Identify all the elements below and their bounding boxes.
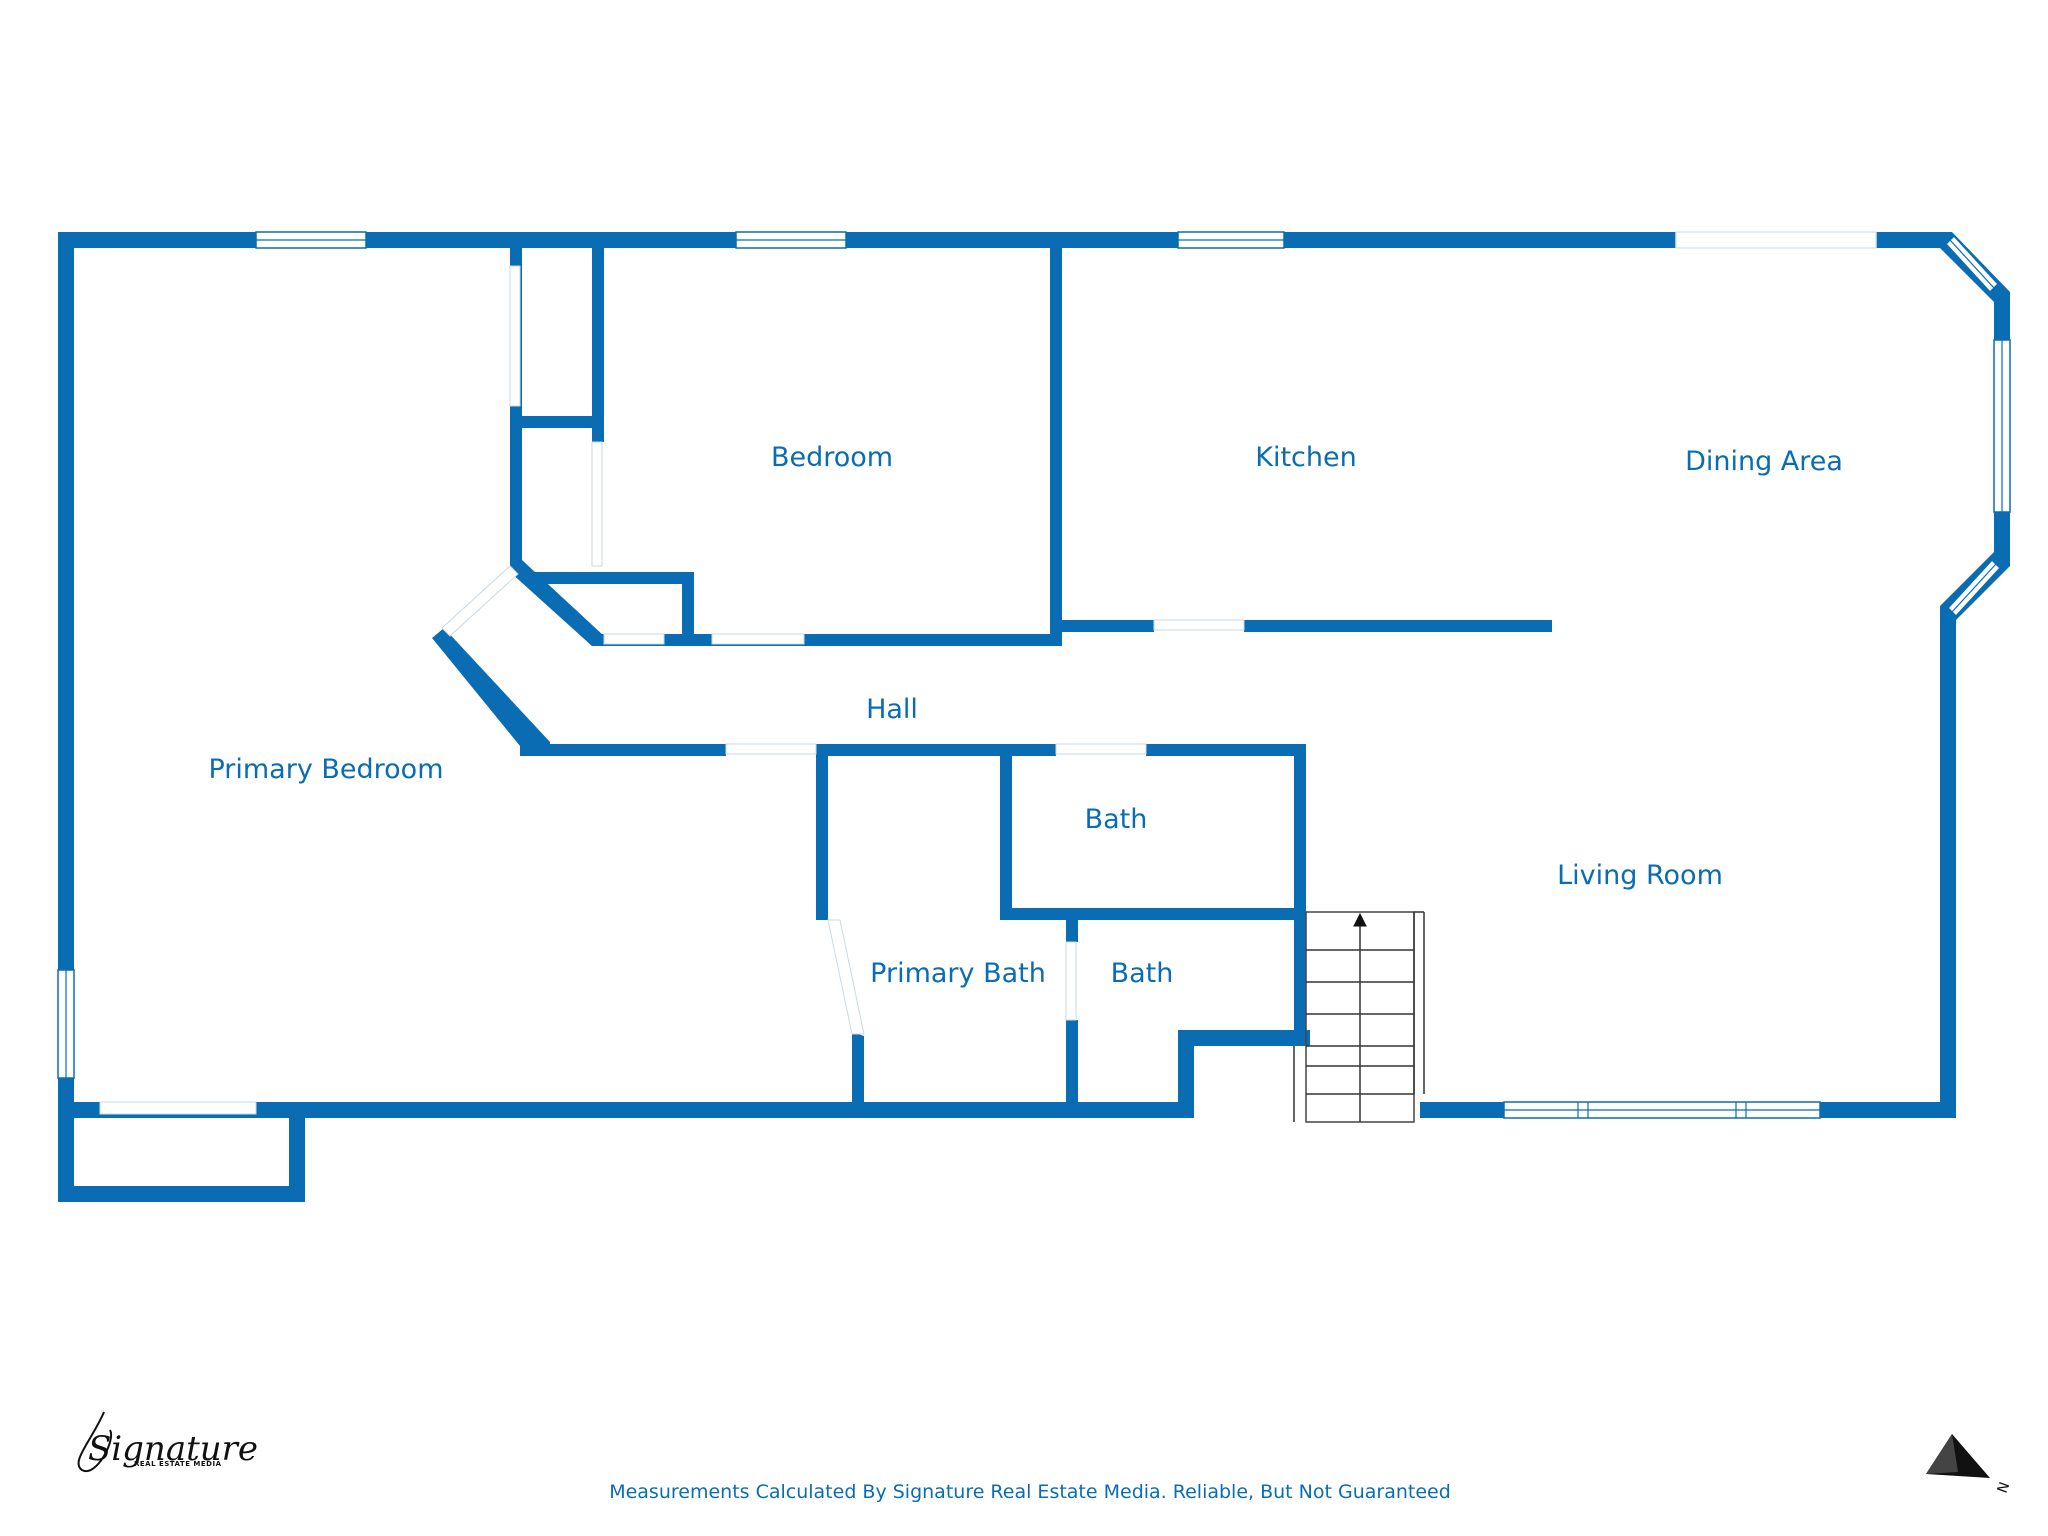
label-living-room: Living Room (1557, 860, 1723, 891)
staircase (1293, 911, 1425, 1123)
north-arrow-icon: N (1926, 1434, 2013, 1495)
label-kitchen: Kitchen (1255, 442, 1356, 473)
label-bath-upper: Bath (1085, 804, 1148, 835)
label-bedroom: Bedroom (771, 442, 893, 473)
closet-door-gap (509, 265, 521, 407)
window-top-3 (1177, 231, 1285, 249)
door-openings (99, 265, 1245, 1115)
label-dining-area: Dining Area (1685, 446, 1843, 477)
window-top-4 (1675, 231, 1877, 249)
label-bath-lower: Bath (1111, 958, 1174, 989)
label-hall: Hall (866, 694, 918, 725)
stair-direction-arrow-icon (1353, 912, 1367, 927)
window-bottom-living (1503, 1101, 1821, 1119)
window-top-1 (255, 231, 367, 249)
outer-walls (58, 232, 2010, 1202)
window-top-2 (735, 231, 847, 249)
compass-label: N (1995, 1480, 2014, 1495)
window-bay-bottom (1946, 558, 2002, 618)
measurement-disclaimer: Measurements Calculated By Signature Rea… (609, 1481, 1451, 1503)
label-primary-bedroom: Primary Bedroom (208, 754, 443, 785)
window-bay-right (1993, 339, 2011, 513)
hall-opening (725, 743, 817, 755)
alcove-opening (99, 1101, 257, 1115)
primary-bedroom-door-gap (441, 565, 519, 637)
window-left (57, 969, 75, 1079)
label-primary-bath: Primary Bath (870, 958, 1046, 989)
kitchen-gap (1153, 619, 1245, 631)
closet-lower-door-gap (603, 633, 665, 645)
closet-door-gap-2 (591, 441, 603, 567)
logo-subtitle: REAL ESTATE MEDIA (134, 1460, 222, 1468)
logo-script: Signature (88, 1429, 258, 1469)
window-bay-top (1944, 234, 2000, 294)
bath-door-gap (1055, 743, 1147, 755)
windows (57, 231, 2011, 1119)
signature-logo: Signature REAL ESTATE MEDIA (77, 1411, 258, 1473)
lower-bath-door-gap (1065, 941, 1077, 1021)
primary-bath-door-gap (827, 919, 865, 1035)
room-labels: Primary Bedroom Bedroom Kitchen Dining A… (208, 442, 1842, 989)
bedroom-door-gap (711, 633, 805, 645)
